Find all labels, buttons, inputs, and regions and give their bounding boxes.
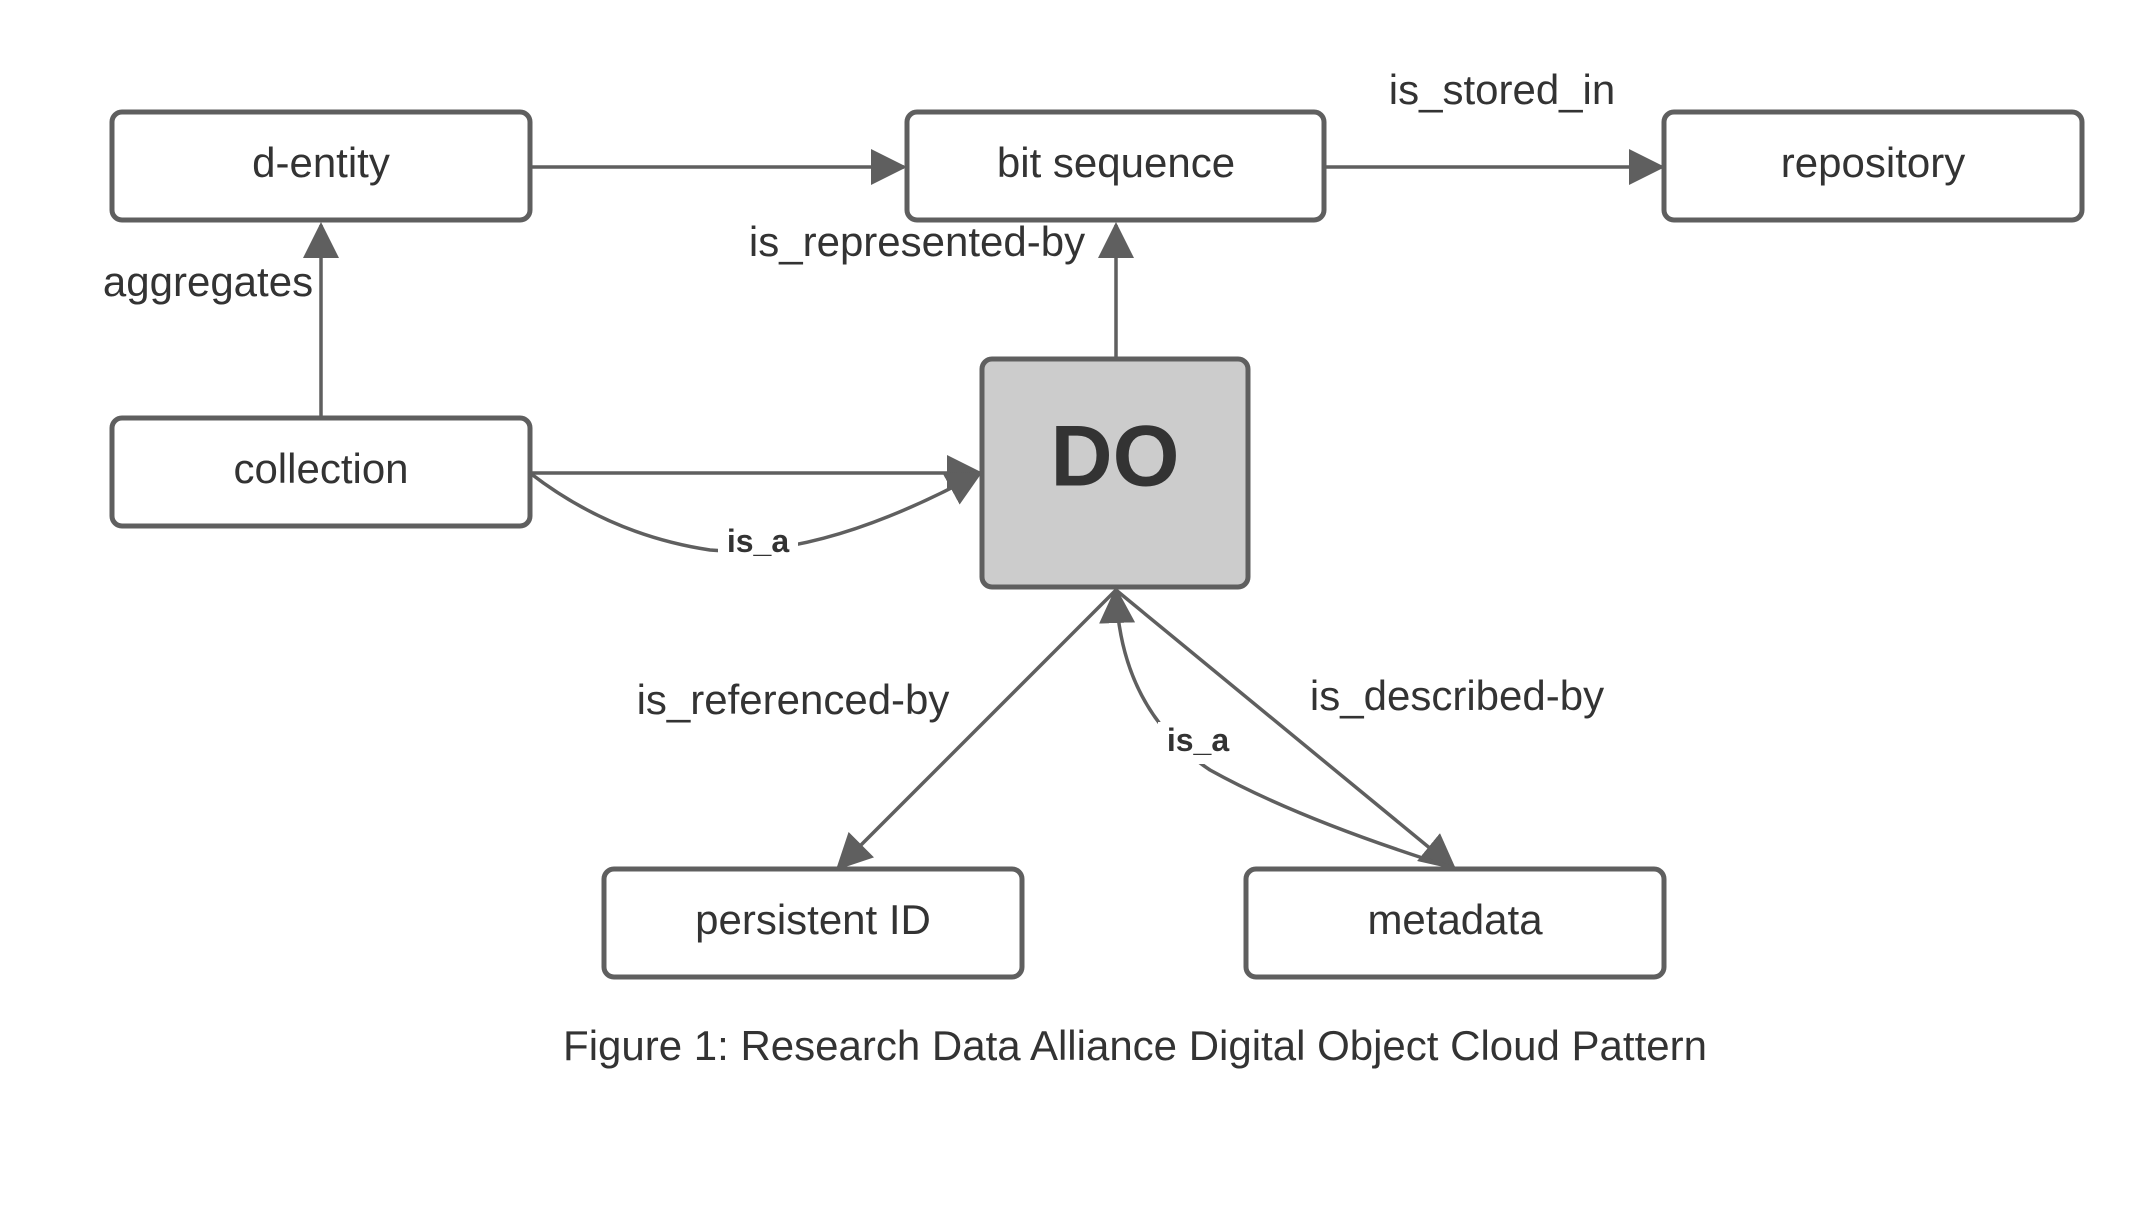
figure-caption: Figure 1: Research Data Alliance Digital… [563, 1022, 1707, 1069]
node-repository-label: repository [1781, 139, 1965, 186]
node-collection: collection [109, 415, 533, 529]
node-metadata-label: metadata [1367, 896, 1543, 943]
node-bit-sequence-label: bit sequence [997, 139, 1235, 186]
edge-label-metadata-is-a: is_a [1167, 722, 1229, 758]
edge-label-is-referenced-by: is_referenced-by [637, 676, 950, 723]
node-repository: repository [1661, 109, 2085, 223]
node-persistent-id: persistent ID [601, 866, 1025, 980]
node-bit-sequence: bit sequence [904, 109, 1327, 223]
node-do: DO [979, 356, 1251, 590]
edge-do-to-metadata [1114, 588, 1457, 870]
edge-do-to-persistent-id [835, 588, 1118, 871]
edge-label-is-described-by: is_described-by [1310, 672, 1604, 719]
edge-label-is-represented-by: is_represented-by [749, 218, 1085, 265]
node-persistent-id-label: persistent ID [695, 896, 931, 943]
node-do-label: DO [1051, 409, 1180, 505]
node-d-entity-label: d-entity [252, 139, 390, 186]
edge-label-collection-is-a: is_a [727, 523, 789, 559]
edge-metadata-is-a-do [1099, 587, 1455, 870]
node-d-entity: d-entity [109, 109, 533, 223]
node-metadata: metadata [1243, 866, 1667, 980]
edge-label-aggregates: aggregates [103, 258, 313, 305]
edge-label-is-stored-in: is_stored_in [1389, 66, 1615, 113]
node-collection-label: collection [233, 445, 408, 492]
edge-collection-is-a-do [528, 471, 983, 553]
